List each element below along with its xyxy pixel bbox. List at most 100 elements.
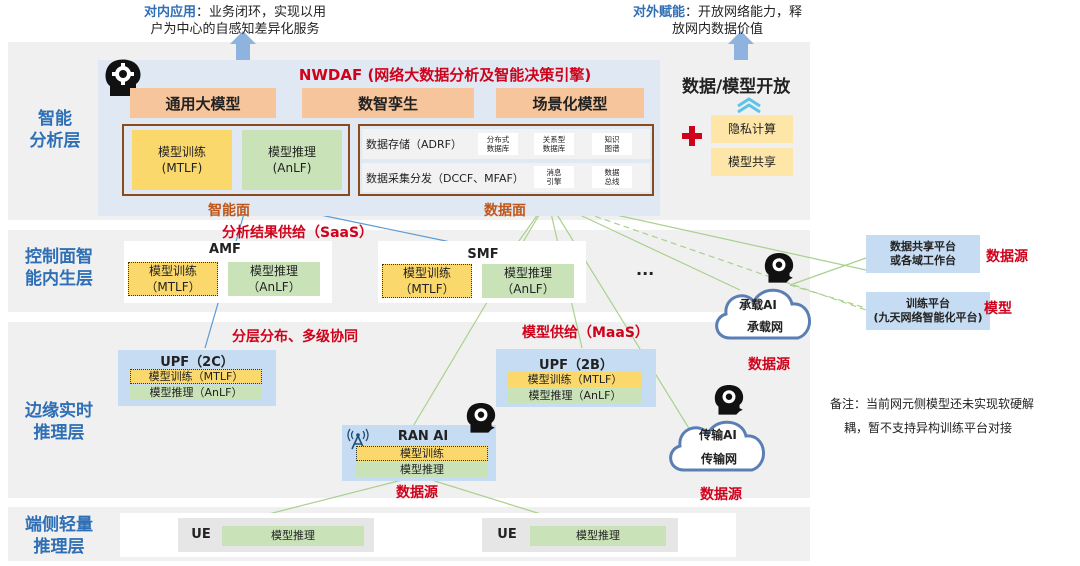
upf-2c-title: UPF（2C）	[160, 355, 234, 370]
external-enablement-caption: 对外赋能：开放网络能力，释 放网内数据价值	[610, 4, 825, 38]
collect-cell-data-bus-l2: 总线	[604, 177, 620, 186]
storage-cell-distributed-db-l1: 分布式	[486, 135, 510, 144]
header-scenario-model: 场景化模型	[496, 88, 644, 118]
line-bearer-to-platform	[789, 257, 867, 286]
storage-cell-relational-db: 关系型 数据库	[534, 133, 574, 155]
nwdaf-infer-sub: (AnLF)	[272, 161, 312, 175]
ran-train-box: 模型训练	[356, 446, 488, 461]
bearer-data-source: 数据源	[748, 357, 790, 373]
layer-label-control: 控制面智 能内生层	[10, 246, 108, 290]
bearer-ai-label: 承载AI	[739, 298, 777, 312]
remark-note: 备注：当前网元侧模型还未实现软硬解 耦，暂不支持异构训练平台对接	[830, 392, 1070, 440]
amf-infer-box: 模型推理 （AnLF）	[228, 262, 320, 296]
training-model-tag: 模型	[984, 301, 1012, 317]
upf-2b-title: UPF（2B）	[539, 358, 613, 373]
transport-data-source: 数据源	[700, 487, 742, 503]
layered-label: 分层分布、多级协同	[232, 329, 358, 345]
upf-2c-infer-box: 模型推理（AnLF）	[130, 385, 262, 400]
layer-label-control-line1: 控制面智	[25, 247, 93, 267]
ue-1-label: UE	[191, 527, 211, 542]
remark-line-1: 备注：当前网元侧模型还未实现软硬解	[830, 397, 1035, 411]
upf-2b-train-box: 模型训练（MTLF）	[508, 372, 642, 387]
external-text-1: ：开放网络能力，释	[685, 5, 803, 20]
ran-ai-title: RAN AI	[397, 429, 449, 444]
line-bearer-to-training	[789, 284, 867, 309]
privacy-compute-box: 隐私计算	[711, 115, 793, 143]
layer-label-edge-line2: 推理层	[33, 423, 85, 443]
internal-application-caption: 对内应用：业务闭环，实现以用 户为中心的自感知差异化服务	[115, 4, 355, 38]
internal-text-1: ：业务闭环，实现以用	[196, 5, 327, 20]
layer-label-analysis: 智能 分析层	[10, 108, 100, 152]
storage-cell-knowledge-graph-l2: 图谱	[604, 144, 620, 153]
amf-train-sub: （MTLF）	[145, 280, 201, 294]
nwdaf-infer-label: 模型推理	[267, 145, 316, 159]
ran-data-source: 数据源	[396, 485, 438, 501]
ai-head-icon	[764, 253, 794, 283]
layer-label-analysis-line1: 智能	[38, 109, 72, 129]
collect-cell-message-engine: 消息 引擎	[534, 166, 574, 188]
nwdaf-title: NWDAF (网络大数据分析及智能决策引擎)	[298, 66, 592, 84]
amf-infer-sub: （AnLF）	[247, 280, 301, 294]
layer-label-terminal-line2: 推理层	[33, 537, 85, 557]
header-digital-twin: 数智孪生	[302, 88, 474, 118]
external-text-2: 放网内数据价值	[671, 22, 763, 37]
layer-label-analysis-line2: 分析层	[29, 131, 81, 151]
platform-data-source-tag: 数据源	[986, 249, 1028, 265]
internal-title: 对内应用	[143, 5, 196, 20]
upf-2c-train-box: 模型训练（MTLF）	[130, 369, 262, 384]
nwdaf-train-label: 模型训练	[157, 145, 206, 159]
smart-plane-label: 智能面	[208, 203, 250, 219]
smf-train-sub: （MTLF）	[399, 282, 455, 296]
transport-ai-label: 传输AI	[699, 428, 737, 442]
upf-2b-infer-box: 模型推理（AnLF）	[508, 388, 642, 403]
transport-net-label: 传输网	[700, 452, 737, 466]
data-share-platform-l2: 或各域工作台	[890, 254, 956, 267]
open-title: 数据/模型开放	[682, 77, 791, 97]
storage-cell-relational-db-l1: 关系型	[542, 135, 566, 144]
internal-text-2: 户为中心的自感知差异化服务	[150, 22, 320, 37]
collect-label: 数据采集分发（DCCF、MFAF）	[366, 172, 524, 185]
plus-icon	[682, 126, 702, 146]
smf-infer-label: 模型推理	[503, 266, 552, 280]
amf-title: AMF	[209, 242, 241, 257]
ue-2-infer-box: 模型推理	[530, 526, 666, 546]
layer-label-terminal-line1: 端侧轻量	[25, 515, 93, 535]
amf-train-label: 模型训练	[148, 264, 197, 278]
ue-2-label: UE	[497, 527, 517, 542]
data-plane-label: 数据面	[484, 203, 526, 219]
layer-label-edge-line1: 边缘实时	[25, 401, 93, 421]
data-share-platform-box: 数据共享平台 或各域工作台	[866, 235, 980, 273]
smf-train-label: 模型训练	[402, 266, 451, 280]
saas-label: 分析结果供给（SaaS）	[222, 225, 374, 241]
bearer-cloud-icon	[715, 288, 811, 340]
ai-head-icon	[714, 385, 744, 415]
ai-head-icon	[466, 403, 496, 433]
more-ellipsis: ···	[636, 264, 655, 283]
training-platform-l1: 训练平台	[906, 297, 950, 310]
amf-infer-label: 模型推理	[249, 264, 298, 278]
antenna-icon	[347, 428, 369, 450]
arrow-up-external-icon	[728, 31, 754, 60]
remark-line-2: 耦，暂不支持异构训练平台对接	[844, 421, 1013, 435]
nwdaf-train-sub: (MTLF)	[161, 161, 203, 175]
amf-train-box: 模型训练 （MTLF）	[128, 262, 218, 296]
storage-cell-relational-db-l2: 数据库	[542, 144, 566, 153]
smart-plane-box	[122, 124, 350, 196]
storage-label: 数据存储（ADRF）	[366, 138, 462, 151]
arrow-up-internal-icon	[230, 31, 256, 60]
storage-cell-knowledge-graph: 知识 图谱	[592, 133, 632, 155]
data-share-platform-l1: 数据共享平台	[890, 240, 956, 253]
collect-cell-message-engine-l1: 消息	[546, 168, 562, 177]
ran-infer-box: 模型推理	[356, 462, 488, 477]
training-platform-l2: (九天网络智能化平台)	[873, 311, 983, 324]
chevron-up-icon	[737, 97, 761, 114]
layer-label-edge: 边缘实时 推理层	[10, 400, 108, 444]
ai-head-icon	[105, 59, 141, 96]
line-data-to-transport	[547, 199, 691, 431]
layer-label-control-line2: 能内生层	[25, 269, 93, 289]
smf-infer-box: 模型推理 （AnLF）	[482, 264, 574, 298]
nwdaf-infer-box: 模型推理 (AnLF)	[242, 130, 342, 190]
external-title: 对外赋能	[632, 5, 685, 20]
model-share-box: 模型共享	[711, 148, 793, 176]
line-data-to-ran	[411, 199, 549, 429]
